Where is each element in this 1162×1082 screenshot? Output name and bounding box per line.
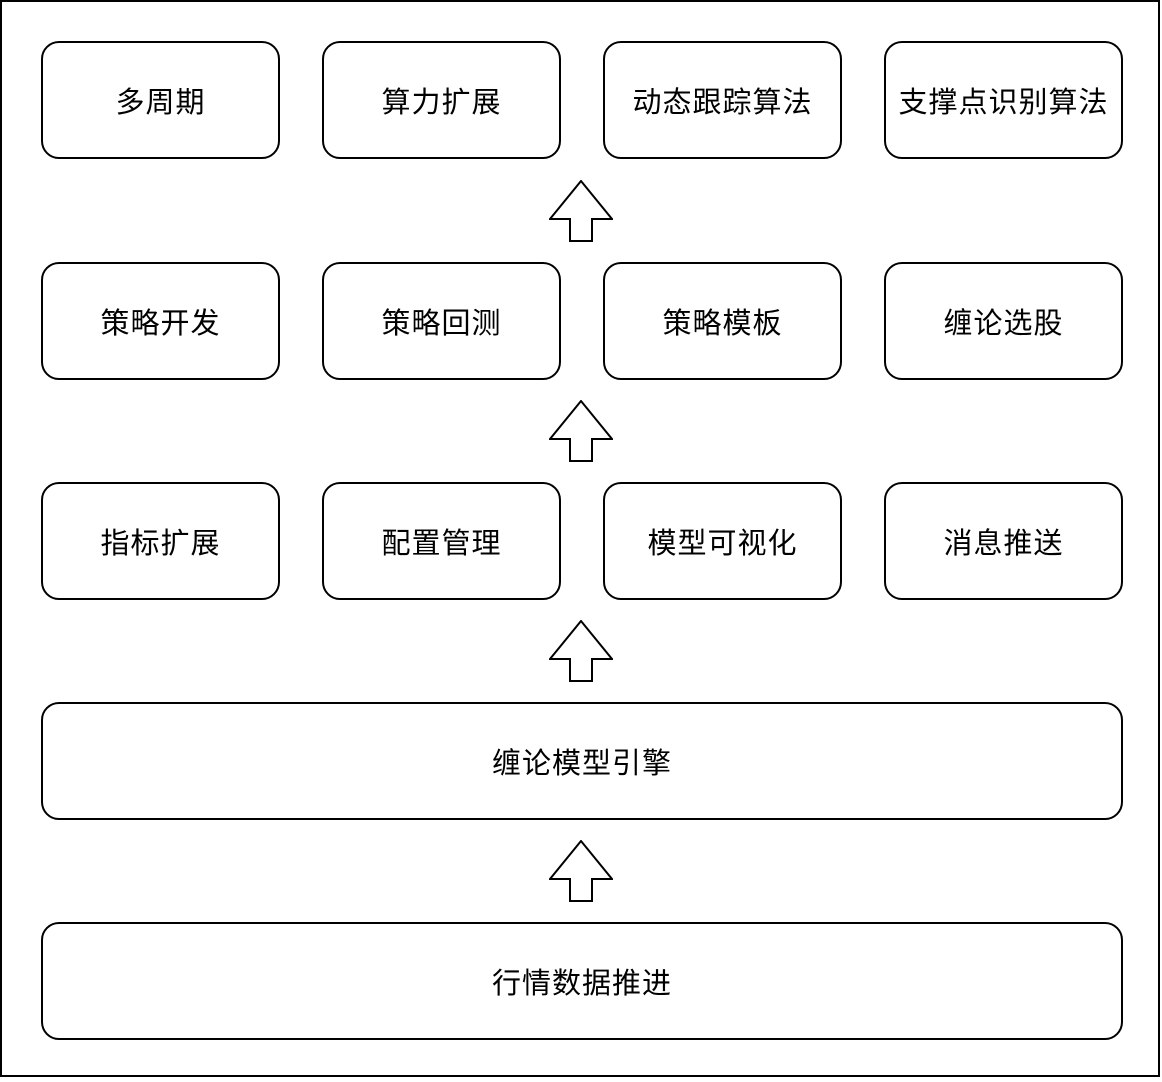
node-label: 指标扩展 <box>100 528 221 560</box>
node-strategy-template: 策略模板 <box>603 262 842 380</box>
node-label: 策略回测 <box>381 308 502 340</box>
node-multi-period: 多周期 <box>41 41 280 159</box>
node-label: 策略开发 <box>100 308 221 340</box>
node-chanlun-stock-selection: 缠论选股 <box>884 262 1123 380</box>
node-strategy-development: 策略开发 <box>41 262 280 380</box>
node-label: 缠论选股 <box>943 308 1064 340</box>
node-compute-expansion: 算力扩展 <box>322 41 561 159</box>
node-pivot-recognition-algorithm: 支撑点识别算法 <box>884 41 1123 159</box>
node-message-push: 消息推送 <box>884 482 1123 600</box>
up-arrow-icon <box>549 620 613 682</box>
node-config-management: 配置管理 <box>322 482 561 600</box>
node-label: 消息推送 <box>943 528 1064 560</box>
node-label: 支撑点识别算法 <box>898 87 1109 119</box>
node-label: 模型可视化 <box>647 528 798 560</box>
node-label: 行情数据推进 <box>491 968 672 1000</box>
node-label: 缠论模型引擎 <box>491 748 672 780</box>
node-strategy-backtest: 策略回测 <box>322 262 561 380</box>
node-chanlun-model-engine: 缠论模型引擎 <box>41 702 1123 820</box>
up-arrow-icon <box>549 840 613 902</box>
node-indicator-extension: 指标扩展 <box>41 482 280 600</box>
node-label: 算力扩展 <box>381 87 502 119</box>
node-model-visualization: 模型可视化 <box>603 482 842 600</box>
node-label: 配置管理 <box>381 528 502 560</box>
up-arrow-icon <box>549 400 613 462</box>
node-dynamic-tracking-algorithm: 动态跟踪算法 <box>603 41 842 159</box>
node-label: 策略模板 <box>662 308 783 340</box>
node-label: 动态跟踪算法 <box>632 87 813 119</box>
node-market-data-feed: 行情数据推进 <box>41 922 1123 1040</box>
node-label: 多周期 <box>115 87 206 119</box>
up-arrow-icon <box>549 180 613 242</box>
